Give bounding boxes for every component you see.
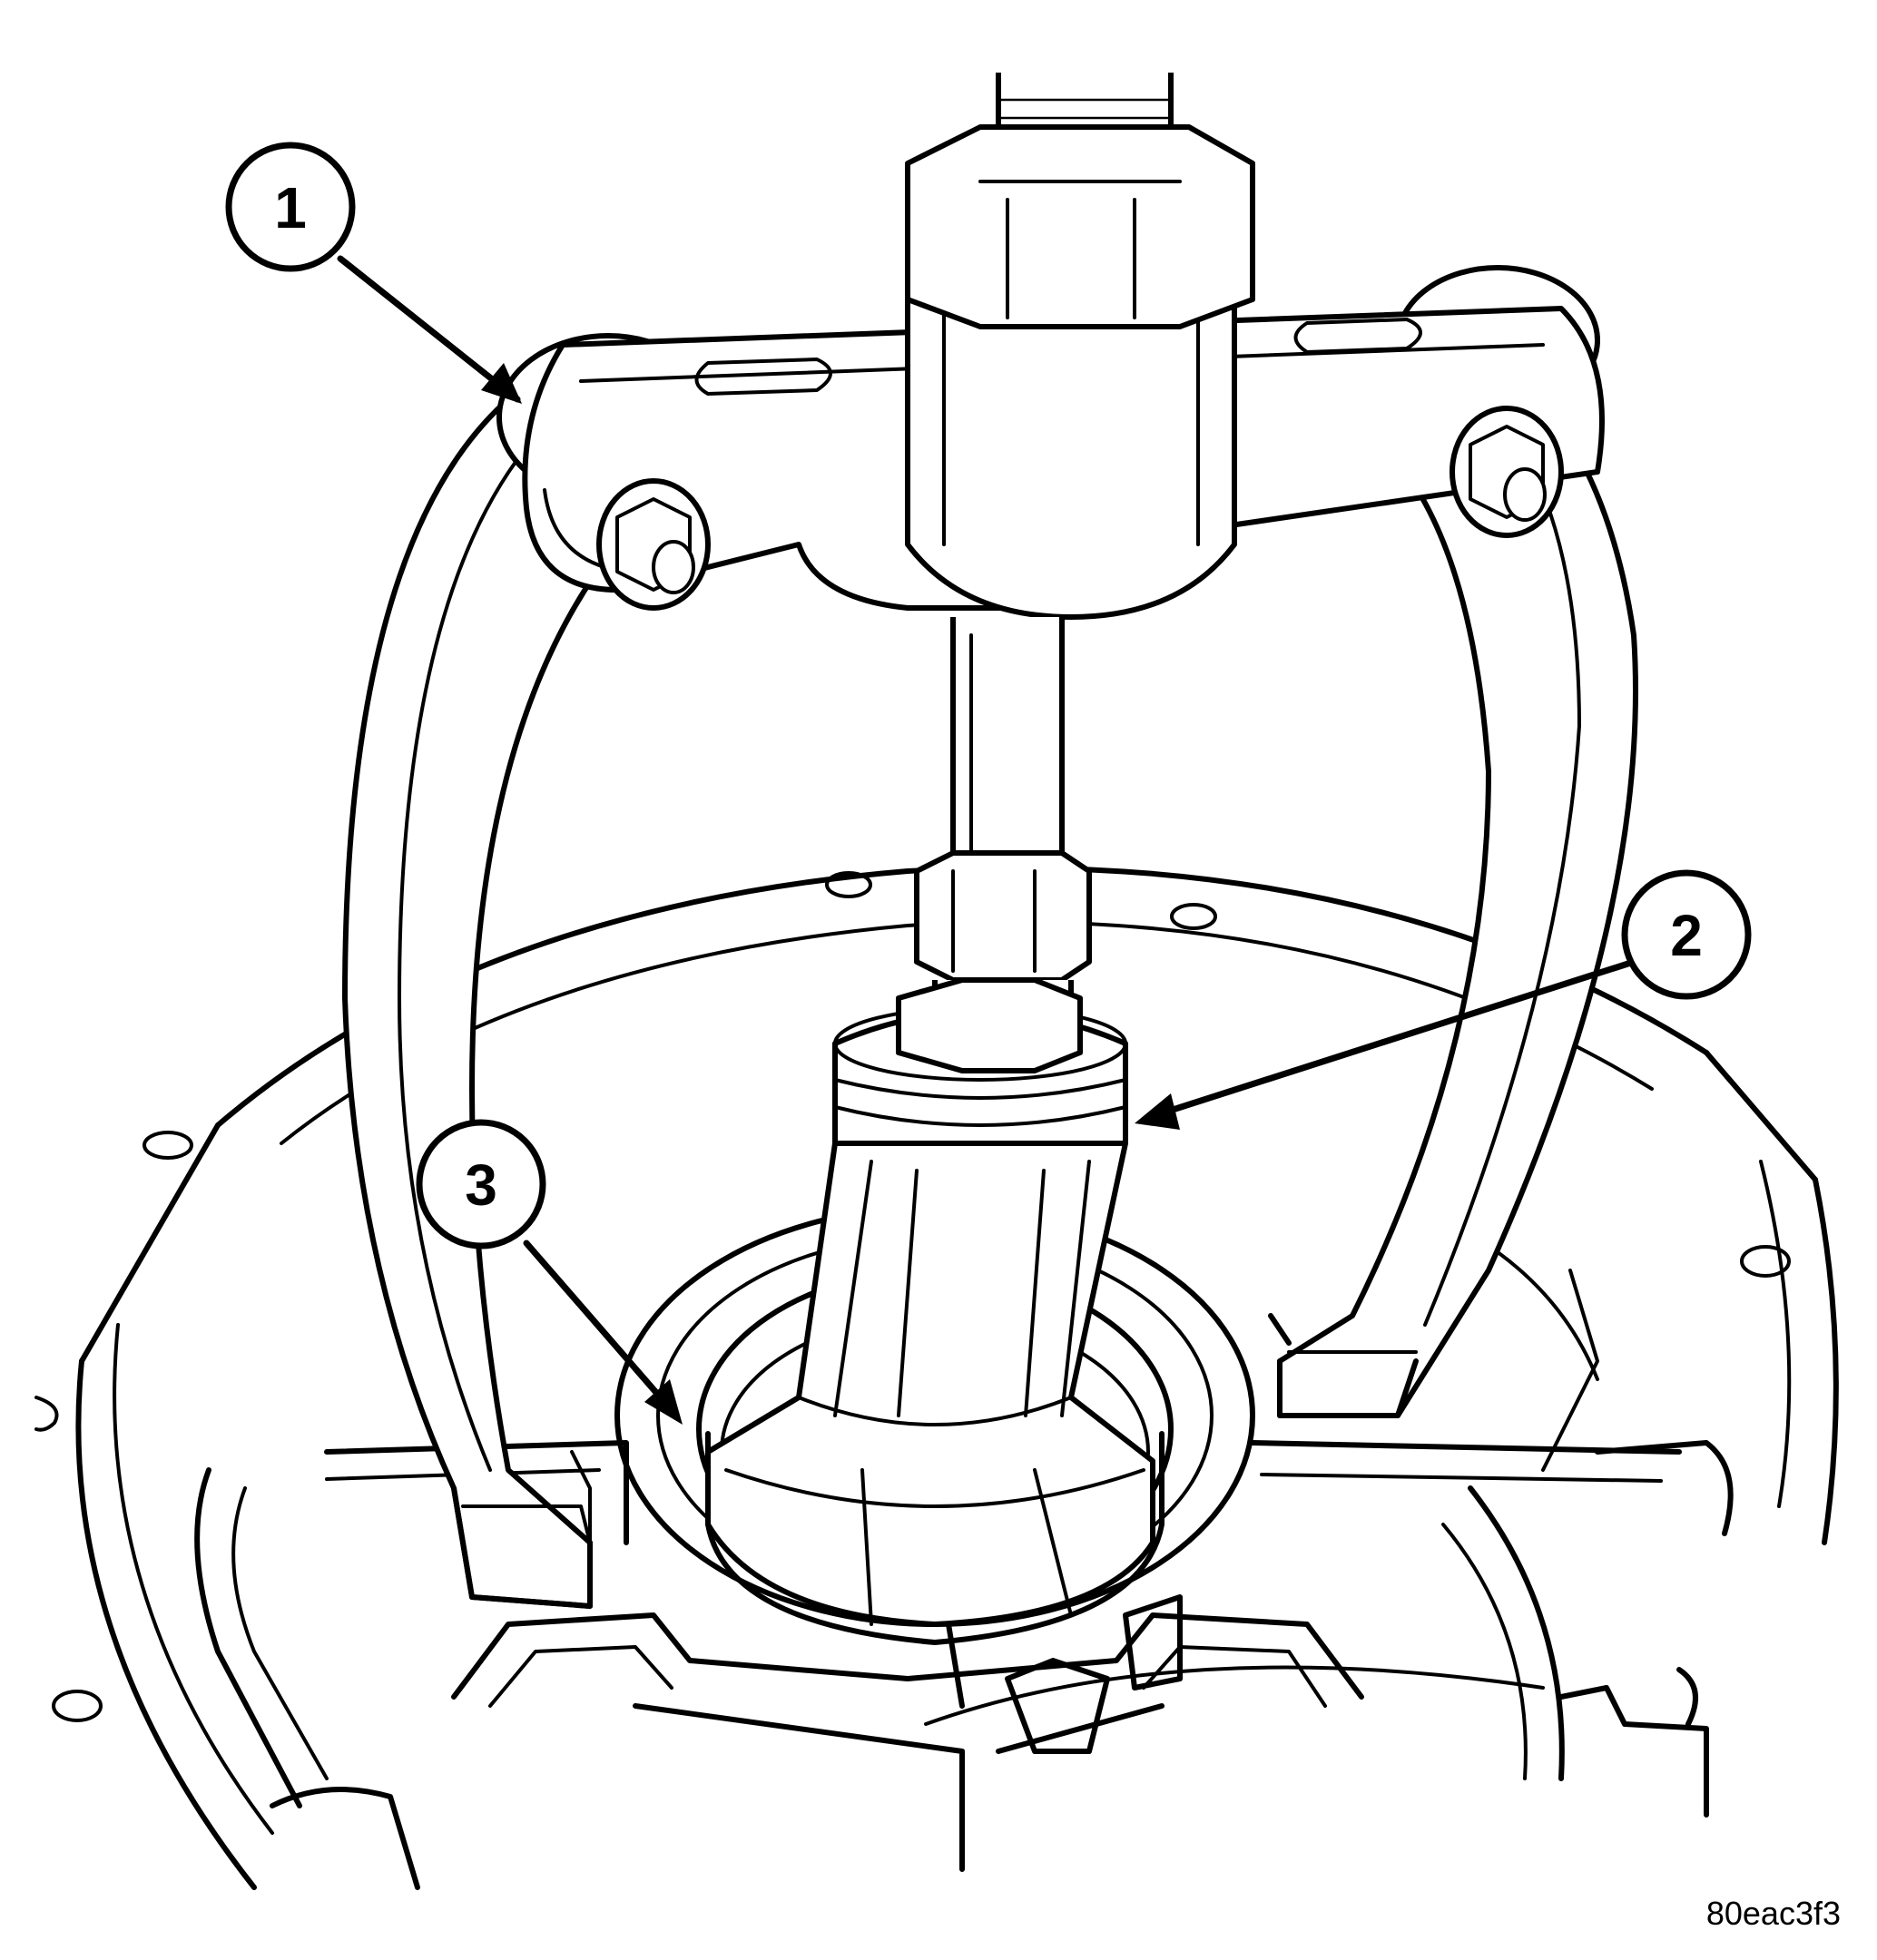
bearing-puller-collet	[705, 977, 1155, 1627]
callout-1-label: 1	[274, 175, 307, 240]
callout-2-label: 2	[1670, 903, 1703, 968]
arrowhead-2	[1135, 1093, 1180, 1130]
arrowhead-3	[644, 1379, 683, 1425]
arrowhead-1	[481, 363, 522, 404]
crossbar-bolts	[596, 406, 1564, 611]
callout-3: 3	[416, 1119, 546, 1250]
figure-id-label: 80eac3f3	[1705, 1895, 1841, 1932]
leader-lines	[337, 255, 1637, 1425]
callout-1: 1	[225, 142, 356, 272]
forcing-screw	[905, 73, 1255, 1046]
puller-crossbar	[522, 288, 1605, 620]
callout-2: 2	[1621, 869, 1752, 1000]
callout-3-label: 3	[465, 1152, 497, 1218]
